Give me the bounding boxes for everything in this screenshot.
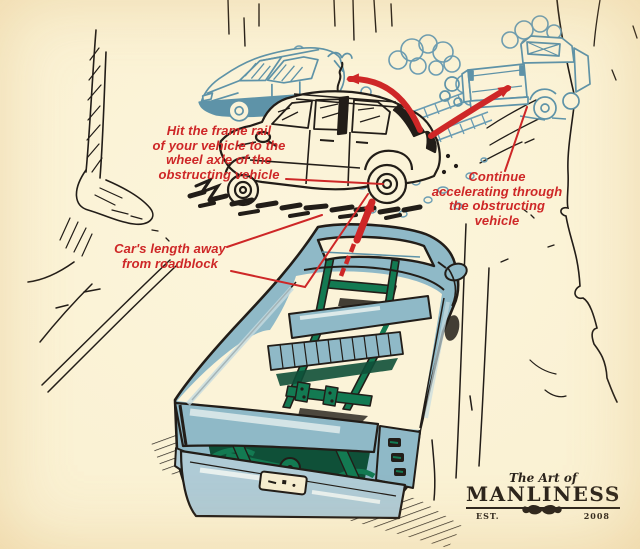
logo-name: MANLINESS [466,482,621,506]
escaping-truck-illustration [439,35,591,121]
leader-cars-length-lower [230,193,369,289]
rock-left [27,29,170,283]
leader-continue [504,106,528,172]
leader-hit-frame-rail [285,178,384,185]
leader-cars-length-upper [226,214,323,248]
note-hit-frame-rail: Hit the frame rail of your vehicle to th… [152,123,286,182]
speed-lines [227,0,393,47]
logo-year: 2008 [583,511,610,521]
mustache-icon [521,503,562,522]
truck-side-mirror [437,261,468,282]
note-cars-length: Car's length away from roadblock [114,241,226,271]
impact-arrow-dashes [338,243,357,277]
logo-script: The Art of [509,471,577,485]
arrow-suv-spins-away [346,73,423,133]
ramming-truck-illustration [150,223,468,548]
rock-right [479,0,638,403]
annotation-leader-lines [226,106,528,289]
logo-est-label: EST. [476,511,500,521]
suv-skid-marks [187,153,459,220]
arrow-continue-through [428,85,512,139]
note-continue-accelerating: Continue accelerating through the obstru… [431,169,563,228]
road-lines-left [39,259,177,393]
road-lines-right [431,223,490,501]
art-of-manliness-logo: The Art of MANLINESS EST. 2008 [466,472,620,522]
arrow-impact-up [353,198,376,244]
direction-arrows [346,73,512,244]
license-plate [258,470,308,496]
